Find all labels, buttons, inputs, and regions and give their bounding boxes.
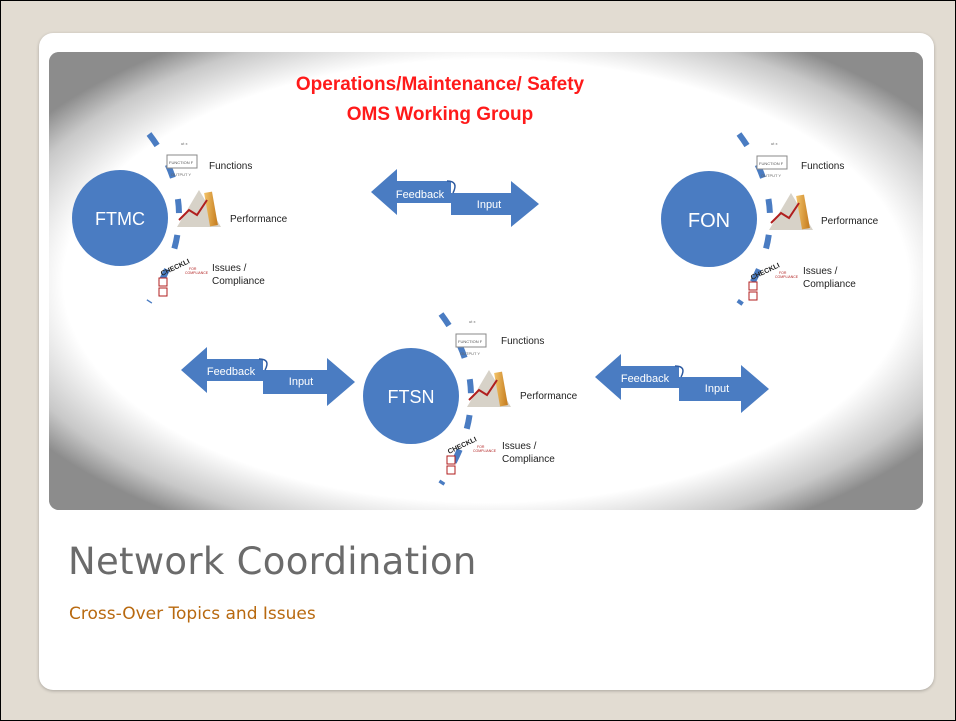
performance-label: Performance [821, 216, 879, 227]
svg-text:FOR: FOR [779, 271, 787, 275]
svg-text:OUTPUT Y: OUTPUT Y [171, 172, 191, 177]
feedback-arrow [595, 354, 679, 400]
svg-text:ut x: ut x [181, 141, 187, 146]
ftmc-group: FTMC ut x FUNCTION F OUTPUT Y Functions … [72, 132, 288, 304]
functions-label: Functions [501, 336, 544, 347]
performance-label: Performance [520, 391, 578, 402]
performance-label: Performance [230, 214, 288, 225]
vignette-background [49, 52, 923, 510]
svg-text:COMPLIANCE: COMPLIANCE [185, 271, 209, 275]
fon-group: FON ut x FUNCTION F OUTPUT Y Functions P… [661, 132, 879, 306]
ftsn-node [363, 348, 459, 444]
performance-icon [177, 190, 221, 227]
performance-icon [467, 370, 511, 407]
feedback-input-arrows-left: Feedback Input [181, 347, 355, 406]
issues-label-line1: Issues / [212, 263, 247, 274]
slide-title: Network Coordination [68, 540, 477, 583]
diagram-image: Operations/Maintenance/ Safety OMS Worki… [49, 52, 923, 510]
feedback-arrow [371, 169, 451, 215]
input-label: Input [705, 383, 729, 395]
feedback-input-arrows-top: Feedback Input [371, 169, 539, 227]
svg-text:COMPLIANCE: COMPLIANCE [473, 449, 497, 453]
svg-text:FOR: FOR [477, 445, 485, 449]
issues-label-line1: Issues / [803, 266, 838, 277]
ftsn-label: FTSN [388, 387, 435, 407]
function-box-icon: ut x FUNCTION F OUTPUT Y [455, 319, 487, 356]
svg-text:OUTPUT Y: OUTPUT Y [460, 351, 480, 356]
feedback-input-arrows-right: Feedback Input [595, 354, 769, 413]
issues-label-line2: Compliance [212, 276, 265, 287]
issues-label-line2: Compliance [502, 454, 555, 465]
ftmc-node [72, 170, 168, 266]
function-box-icon: ut x FUNCTION F OUTPUT Y [756, 141, 788, 178]
svg-text:FUNCTION F: FUNCTION F [458, 339, 483, 344]
svg-text:COMPLIANCE: COMPLIANCE [775, 275, 799, 279]
issues-label-line1: Issues / [502, 441, 537, 452]
input-label: Input [477, 199, 501, 211]
input-arrow [263, 358, 355, 406]
issues-label-line2: Compliance [803, 279, 856, 290]
svg-text:FOR: FOR [189, 267, 197, 271]
svg-text:FUNCTION F: FUNCTION F [169, 160, 194, 165]
fon-node [661, 171, 757, 267]
input-arrow [679, 365, 769, 413]
functions-label: Functions [801, 161, 844, 172]
svg-text:ut x: ut x [771, 141, 777, 146]
svg-text:FUNCTION F: FUNCTION F [759, 161, 784, 166]
fon-label: FON [688, 210, 730, 232]
feedback-label: Feedback [207, 366, 256, 378]
feedback-label: Feedback [621, 373, 670, 385]
performance-icon [769, 193, 813, 230]
svg-text:OUTPUT Y: OUTPUT Y [761, 173, 781, 178]
feedback-arrow [181, 347, 263, 393]
input-arrow [451, 181, 539, 227]
diagram-heading-line2: OMS Working Group [347, 104, 533, 125]
function-box-icon: ut x FUNCTION F OUTPUT Y [166, 141, 198, 177]
svg-text:ut x: ut x [469, 319, 475, 324]
input-label: Input [289, 376, 313, 388]
diagram-heading-line1: Operations/Maintenance/ Safety [296, 74, 585, 95]
ftsn-group: FTSN ut x FUNCTION F OUTPUT Y Functions … [363, 312, 578, 486]
slide-subtitle: Cross-Over Topics and Issues [69, 604, 316, 624]
functions-label: Functions [209, 161, 252, 172]
ftmc-label: FTMC [95, 209, 145, 229]
feedback-label: Feedback [396, 189, 445, 201]
